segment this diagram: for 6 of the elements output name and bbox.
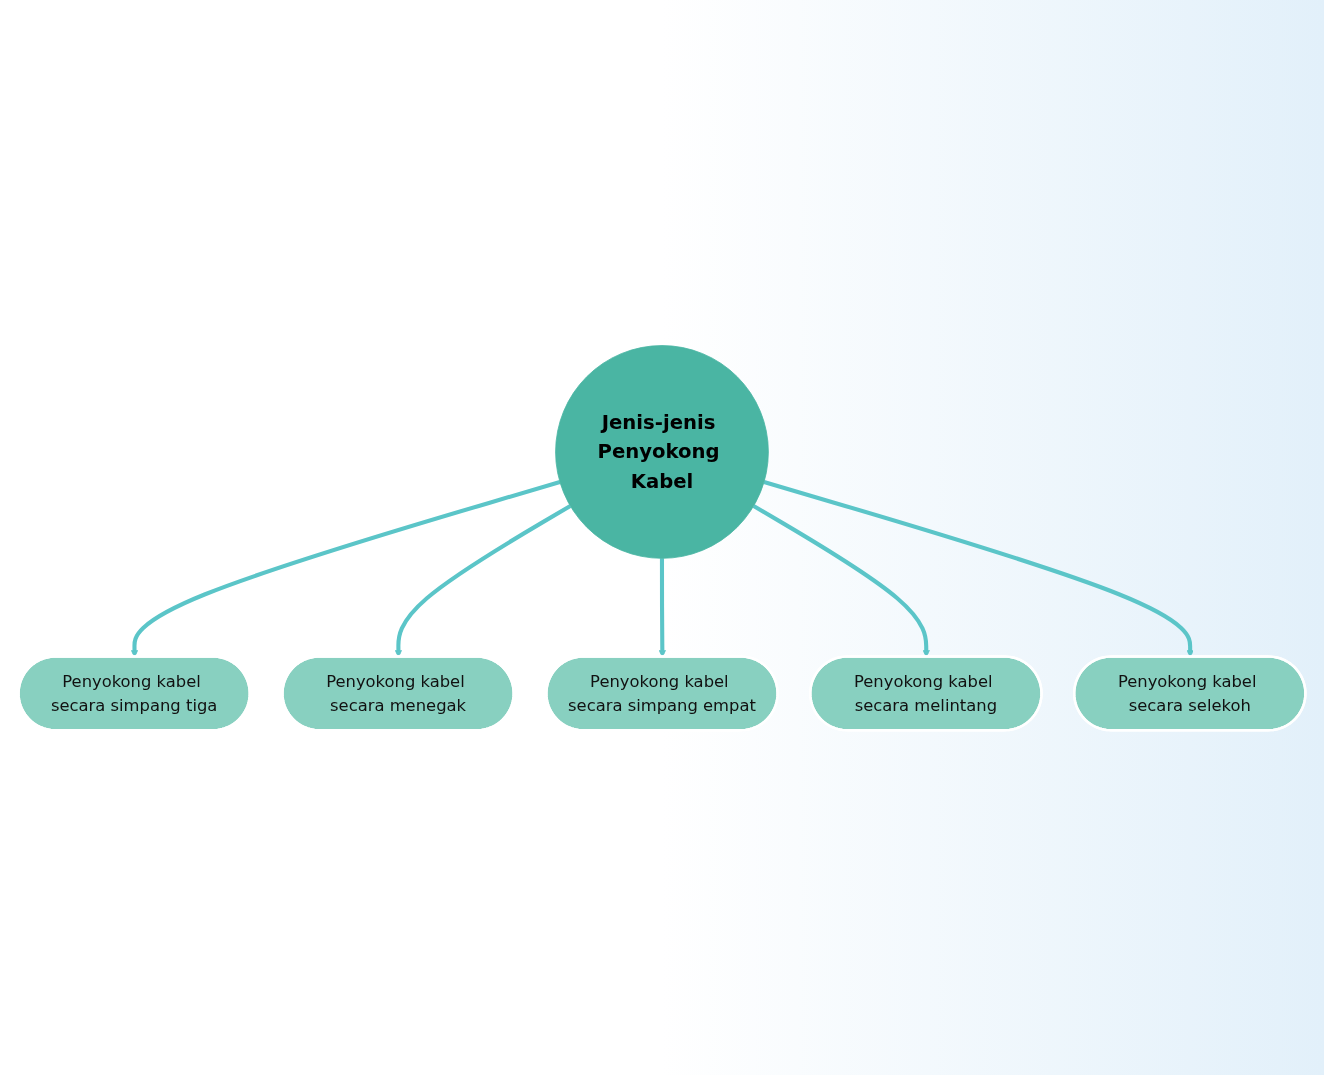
arrow bbox=[130, 479, 561, 657]
arrow bbox=[394, 503, 572, 657]
arrow bbox=[752, 503, 930, 657]
arrow bbox=[658, 557, 666, 657]
arrow bbox=[763, 479, 1194, 657]
node-circle: Jenis-jenis Penyokong Kabel bbox=[555, 344, 769, 559]
